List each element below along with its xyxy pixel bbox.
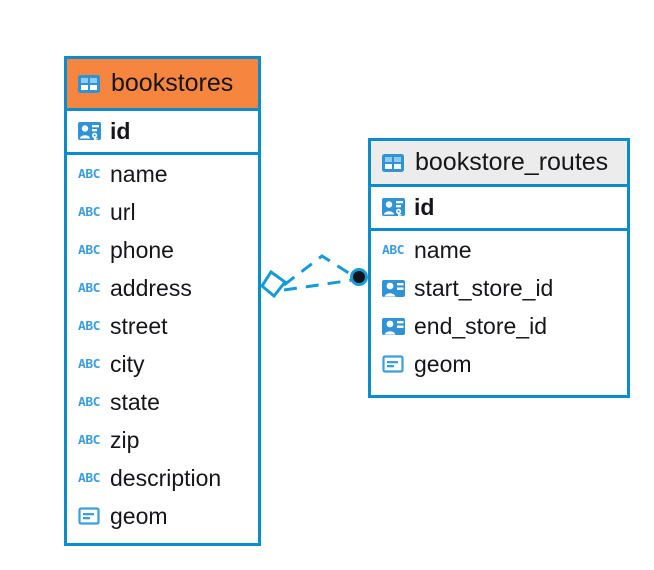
text-type-icon: ABC: [76, 427, 102, 453]
field-row-start-store-id[interactable]: start_store_id: [371, 269, 627, 307]
text-type-icon-label: ABC: [78, 242, 100, 258]
text-type-icon-label: ABC: [78, 356, 100, 372]
field-label: name: [414, 236, 472, 263]
text-type-icon-label: ABC: [382, 242, 404, 258]
text-type-icon: ABC: [76, 351, 102, 377]
field-row-name[interactable]: ABC name: [67, 155, 258, 193]
field-label: city: [110, 350, 145, 377]
field-label: description: [110, 464, 222, 491]
field-label: zip: [110, 426, 140, 453]
field-label: url: [110, 198, 136, 225]
field-row-geom[interactable]: geom: [67, 497, 258, 535]
foreign-key-icon: [380, 313, 406, 339]
field-row-description[interactable]: ABC description: [67, 459, 258, 497]
primary-key-icon: [380, 195, 406, 221]
entity-header-bookstores[interactable]: bookstores: [67, 59, 258, 111]
text-type-icon: ABC: [76, 275, 102, 301]
text-type-icon: ABC: [380, 237, 406, 263]
text-type-icon: ABC: [76, 389, 102, 415]
entity-header-bookstore-routes[interactable]: bookstore_routes: [371, 141, 627, 187]
text-type-icon-label: ABC: [78, 204, 100, 220]
text-type-icon-label: ABC: [78, 280, 100, 296]
primary-key-icon: [76, 119, 102, 145]
text-type-icon: ABC: [76, 465, 102, 491]
field-row-city[interactable]: ABC city: [67, 345, 258, 383]
field-label: start_store_id: [414, 274, 554, 301]
field-label: address: [110, 274, 192, 301]
text-type-icon: ABC: [76, 237, 102, 263]
field-row-id[interactable]: id: [371, 187, 627, 231]
text-type-icon-label: ABC: [78, 318, 100, 334]
field-row-end-store-id[interactable]: end_store_id: [371, 307, 627, 345]
filled-circle-marker: [350, 268, 368, 286]
text-type-icon-label: ABC: [78, 470, 100, 486]
field-row-phone[interactable]: ABC phone: [67, 231, 258, 269]
field-row-url[interactable]: ABC url: [67, 193, 258, 231]
field-label: end_store_id: [414, 312, 547, 339]
field-row-address[interactable]: ABC address: [67, 269, 258, 307]
field-label: id: [110, 118, 131, 144]
entity-table-bookstore-routes[interactable]: bookstore_routes id ABC: [368, 138, 630, 398]
field-label: geom: [414, 350, 472, 377]
field-row-geom[interactable]: geom: [371, 345, 627, 383]
field-label: id: [414, 194, 435, 220]
field-label: phone: [110, 236, 174, 263]
text-type-icon: ABC: [76, 161, 102, 187]
relationship-line-lower: [283, 278, 354, 292]
text-type-icon-label: ABC: [78, 394, 100, 410]
hollow-diamond-marker: [260, 269, 288, 299]
table-icon: [76, 71, 102, 97]
field-row-name[interactable]: ABC name: [371, 231, 627, 269]
field-label: state: [110, 388, 160, 415]
field-label: name: [110, 160, 168, 187]
text-type-icon-label: ABC: [78, 432, 100, 448]
entity-title: bookstores: [111, 69, 234, 97]
text-type-icon-label: ABC: [78, 166, 100, 182]
field-row-zip[interactable]: ABC zip: [67, 421, 258, 459]
field-row-street[interactable]: ABC street: [67, 307, 258, 345]
field-label: geom: [110, 502, 168, 529]
entity-title: bookstore_routes: [415, 148, 609, 176]
geometry-icon: [76, 503, 102, 529]
foreign-key-icon: [380, 275, 406, 301]
text-type-icon: ABC: [76, 199, 102, 225]
field-row-id[interactable]: id: [67, 111, 258, 155]
field-label: street: [110, 312, 168, 339]
text-type-icon: ABC: [76, 313, 102, 339]
relationship-line-upper: [283, 254, 356, 287]
entity-table-bookstores[interactable]: bookstores id ABC: [64, 56, 261, 546]
field-row-state[interactable]: ABC state: [67, 383, 258, 421]
geometry-icon: [380, 351, 406, 377]
table-icon: [380, 150, 406, 176]
